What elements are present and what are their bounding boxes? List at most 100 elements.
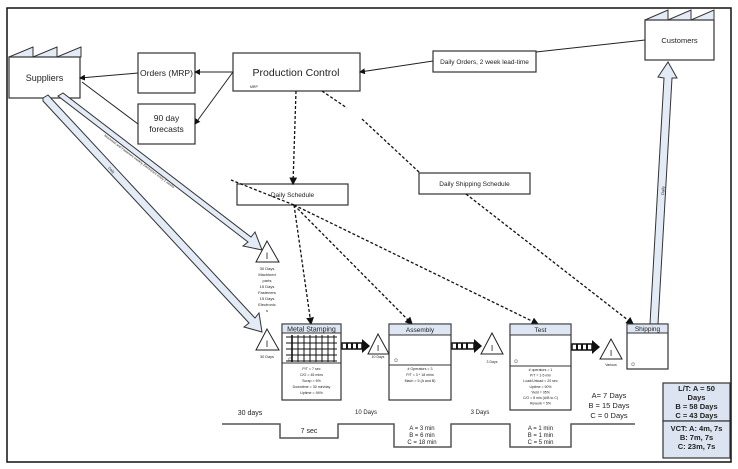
- daily-shipping-schedule-box[interactable]: [418, 172, 531, 195]
- inventory-triangle-icon: [367, 332, 390, 355]
- process-title: Shipping: [635, 326, 661, 333]
- operator-icon: ☺: [630, 362, 636, 368]
- process-data-line: P/T = 7 sec: [302, 367, 320, 371]
- supplier-daily-label: Daily: [107, 166, 115, 175]
- operator-icon: ☺: [287, 357, 293, 363]
- push-arrow-test-to-shipping: [571, 340, 600, 354]
- raw-inventory-line: parts: [263, 278, 272, 283]
- push-arrow-stamping-to-assembly: [341, 339, 370, 353]
- process-box: [509, 323, 572, 411]
- production-control-sublabel: MRP: [250, 85, 258, 89]
- timeline-process-line: A = 3 min: [409, 426, 434, 432]
- raw-inventory-line: s: [266, 308, 268, 313]
- supplier-daily-shipment-arrow: Daily: [42, 94, 263, 333]
- process-header: [626, 323, 669, 334]
- push-arrow-assembly-to-test: [451, 339, 482, 353]
- timeline-process-line: B = 6 min: [409, 433, 435, 439]
- lead-time-line: B = 58 Days: [675, 402, 717, 411]
- process-title: Assembly: [406, 327, 435, 334]
- svg-text:I: I: [491, 343, 493, 353]
- inventory-triangle-icon: [255, 327, 280, 351]
- customer-daily-label: Daily: [660, 186, 666, 195]
- process-header: [388, 323, 452, 336]
- schedule-to-metal-stamping-flow: [293, 204, 314, 326]
- shipping-schedule-to-shipping-flow: [465, 193, 635, 325]
- process-data-line: C/O = 45 mins: [300, 373, 323, 377]
- raw-inventory-line: Machined: [258, 272, 275, 277]
- value-creating-time-box: [662, 420, 731, 459]
- finished-goods-line: C = 0 Days: [590, 411, 628, 420]
- process-data-box: # operators = 1P/T = 1-5 minLoad/Unload …: [523, 368, 558, 406]
- process-assembly[interactable]: Assembly ☺ # Operators = 3 P/T = 3 * 18 m…: [388, 323, 452, 401]
- process-header: [509, 323, 572, 336]
- forecasts-line2: forecasts: [149, 124, 184, 134]
- timeline-process-line: C = 5 min: [528, 440, 554, 446]
- inventory-triangle-icon: [599, 337, 623, 360]
- factory-roof-icon: [8, 46, 82, 58]
- schedule-stub-flow: [230, 179, 295, 206]
- lead-time-line: C = 43 Days: [675, 411, 717, 420]
- suppliers-factory[interactable]: Suppliers: [8, 46, 82, 99]
- timeline-process-line: B = 1 min: [528, 433, 554, 439]
- inventory-before-stamping-label: 30 Days: [260, 355, 274, 359]
- process-data-line: Uptime = 90%: [529, 385, 551, 389]
- timeline-process-line: C = 18 min: [407, 440, 436, 446]
- process-shipping[interactable]: Shipping ☺: [626, 323, 669, 370]
- inventory-before-assembly: I 10 Days: [367, 332, 390, 359]
- inventory-before-shipping: I Various: [599, 337, 623, 367]
- vct-line: C: 23m, 7s: [678, 442, 716, 451]
- finished-goods-line: B = 15 Days: [588, 401, 629, 410]
- process-data-line: Uptime = 94%: [300, 391, 323, 395]
- inventory-before-test: I 3 Days: [480, 331, 504, 364]
- diagram-frame: [6, 7, 732, 463]
- process-data-line: P/T = 3 * 18 mins: [406, 373, 434, 377]
- customers-label: Customers: [661, 36, 698, 45]
- raw-inventory-line: Fasteners: [258, 290, 276, 295]
- lead-time-line: L/T: A = 50: [678, 384, 715, 393]
- customers-box: [644, 19, 715, 61]
- schedule-to-test-flow: [293, 204, 540, 325]
- process-test[interactable]: Test ☺ # operators = 1P/T = 1-5 minLoad/…: [509, 323, 572, 411]
- factory-roof-icon: [644, 9, 715, 21]
- schedule-to-assembly-flow: [293, 204, 413, 325]
- production-control-label: Production Control: [253, 67, 340, 79]
- daily-orders-label: Daily Orders, 2 week lead-time: [440, 59, 529, 66]
- process-data-line: Rework = 5%: [530, 402, 551, 406]
- process-data-line: Scrap = 6%: [302, 379, 321, 383]
- svg-text:I: I: [377, 343, 379, 353]
- raw-inventory-line: 15 Days: [260, 296, 275, 301]
- customer-to-daily-orders-line: [535, 39, 646, 53]
- vct-summary: VCT: A: 4m, 7sB: 7m, 7sC: 23m, 7s: [671, 424, 723, 451]
- vct-line: VCT: A: 4m, 7s: [671, 424, 723, 433]
- suppliers-label: Suppliers: [26, 73, 64, 83]
- inventory-before-shipping-label: Various: [605, 363, 617, 367]
- process-data-line: Yield = 95%: [531, 390, 550, 394]
- daily-orders-to-production-control-arrow: [359, 60, 434, 75]
- inventory-before-test-label: 3 Days: [487, 360, 498, 364]
- process-header: [281, 323, 342, 334]
- svg-text:I: I: [266, 251, 269, 261]
- shipping-to-customer-arrow: Daily: [649, 61, 678, 325]
- process-data-line: Downtime = 30 min/day: [293, 385, 331, 389]
- pc-to-shipping-schedule-flow-b: [361, 118, 421, 174]
- daily-schedule-label: Daily Schedule: [271, 192, 315, 199]
- process-data-line: C/O = 8 min (A/B to C): [523, 396, 558, 400]
- process-title: Metal Stamping: [287, 327, 336, 334]
- operator-icon: ☺: [513, 359, 519, 365]
- process-data-line: # Operators = 3: [407, 367, 432, 371]
- timeline-process-line: A = 1 min: [528, 426, 553, 432]
- process-data-line: Mach = 5 (A and B): [405, 379, 436, 383]
- operator-icon: ☺: [393, 358, 399, 364]
- process-data-line: P/T = 1-5 min: [530, 374, 551, 378]
- customers-factory[interactable]: Customers: [644, 9, 715, 61]
- production-control-to-forecasts-arrow: [194, 71, 234, 125]
- orders-mrp-label: Orders (MRP): [140, 68, 193, 78]
- timeline-wait-3: 3 Days: [471, 410, 490, 416]
